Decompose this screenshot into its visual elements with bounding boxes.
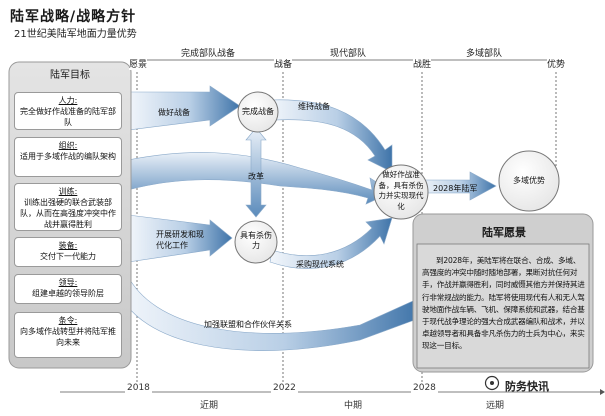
watermark-logo — [484, 375, 500, 391]
prepare-arrow — [127, 85, 241, 131]
vision-text-box — [416, 243, 590, 369]
timeline-period-near: 近期 — [200, 401, 219, 411]
reform-vertical-arrow — [245, 127, 267, 218]
goal-label: 人力: — [58, 96, 78, 105]
vision-title: 陆军愿景 — [482, 226, 526, 239]
phase-header-readiness: 完成部队战备 — [181, 49, 236, 59]
partners-arrow — [117, 269, 421, 351]
page-subtitle: 21世纪美陆军地面力量优势 — [14, 29, 137, 40]
goal-text: 训练出强硬的联合武装部队，从而在高强度冲突中作战并赢得胜利 — [20, 198, 116, 229]
milestone-vision: 愿景 — [129, 57, 148, 70]
goal-text: 组建卓越的领导阶层 — [32, 289, 104, 298]
timeline-year-2028: 2028 — [411, 383, 438, 393]
timeline-period-mid: 中期 — [344, 401, 363, 411]
flow-label-procure: 采购现代系统 — [296, 260, 344, 269]
develop-arrow — [127, 214, 233, 263]
lethal-circle — [234, 220, 278, 264]
flow-label-maintain: 维持战备 — [298, 102, 330, 111]
flow-label-partners: 加强联盟和合作伙伴关系 — [204, 320, 292, 329]
milestone-readiness: 战备 — [274, 57, 293, 70]
goal-text: 向多域作战转型并将陆军推向未来 — [20, 327, 116, 347]
phase-header-multidomain: 多域部队 — [466, 49, 503, 59]
goal-equipment: 装备: 交付下一代能力 — [14, 237, 122, 267]
goal-doctrine: 条令: 向多域作战转型并将陆军推向未来 — [14, 312, 122, 358]
circle-label-multidomain: 多域优势 — [513, 176, 545, 185]
goal-text: 适用于多域作战的编队架构 — [20, 152, 116, 161]
flow-label-reform: 改革 — [248, 172, 264, 181]
goal-training: 训练: 训练出强硬的联合武装部队，从而在高强度冲突中作战并赢得胜利 — [14, 183, 122, 231]
modern-circle — [373, 164, 429, 220]
goal-organization: 组织: 适用于多域作战的编队架构 — [14, 137, 122, 177]
phase-header-modern: 现代部队 — [330, 49, 367, 59]
goal-label: 装备: — [58, 241, 78, 250]
circle-label-readiness: 完成战备 — [242, 107, 274, 116]
milestone-dominance: 优势 — [547, 57, 566, 70]
circle-label-lethal: 具有杀伤力 — [240, 231, 272, 250]
goal-text: 交付下一代能力 — [40, 252, 96, 261]
milestone-win: 战胜 — [413, 57, 432, 70]
readiness-circle — [237, 91, 279, 133]
flow-label-prepare: 做好战备 — [158, 108, 190, 117]
circle-label-modern: 做好作战准备，具有杀伤力并实现现代化 — [378, 170, 424, 211]
goal-label: 领导: — [58, 278, 78, 287]
goal-text: 完全做好作战准备的陆军部队 — [20, 107, 116, 127]
multidomain-circle — [498, 150, 560, 212]
goal-label: 训练: — [58, 187, 78, 196]
goal-label: 条令: — [58, 316, 78, 325]
goal-manpower: 人力: 完全做好作战准备的陆军部队 — [14, 92, 122, 130]
watermark-text: 防务快讯 — [505, 380, 549, 393]
flow-label-develop: 开展研发和现代化工作 — [156, 230, 204, 250]
timeline-period-far: 远期 — [486, 401, 505, 411]
timeline-year-2018: 2018 — [125, 383, 152, 393]
vision-text: 到2028年，美陆军将在联合、合成、多域、高强度的冲突中随时随地部署，果断对抗任… — [422, 256, 585, 351]
goal-label: 组织: — [58, 141, 78, 150]
timeline-year-2022: 2022 — [271, 383, 298, 393]
flow-label-army2028: 2028年陆军 — [433, 184, 478, 193]
page-title: 陆军战略/战略方针 — [10, 9, 137, 25]
procure-arrow — [269, 217, 393, 269]
goal-leadership: 领导: 组建卓越的领导阶层 — [14, 274, 122, 304]
maintain-arrow — [269, 99, 393, 173]
goals-panel-title: 陆军目标 — [50, 70, 90, 81]
